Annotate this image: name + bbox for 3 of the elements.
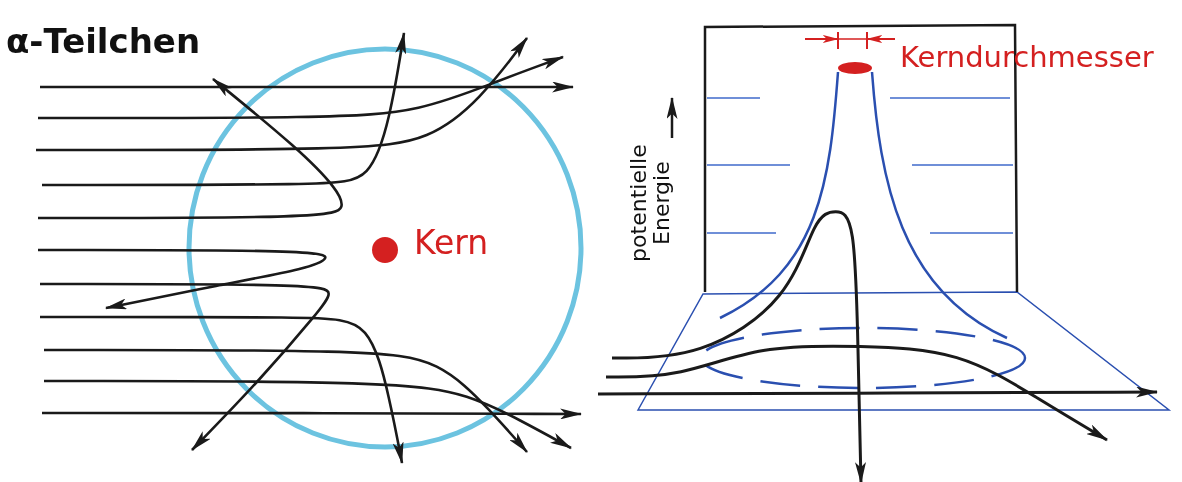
particle-label: α-Teilchen (6, 24, 201, 60)
nucleus-label: Kern (414, 226, 489, 261)
axis-label: potentielle Energie (626, 143, 674, 264)
